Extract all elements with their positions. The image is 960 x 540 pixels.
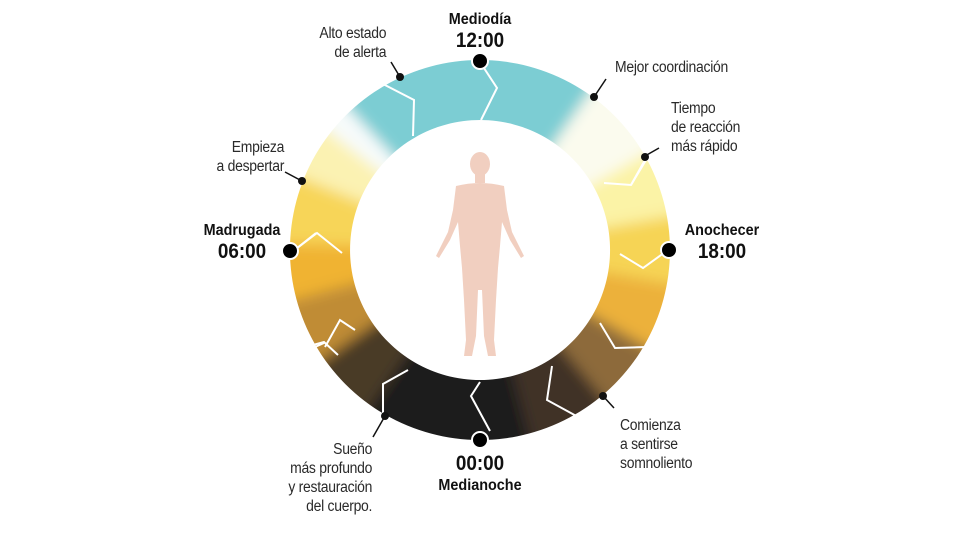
annotation-deep-sleep: Sueño más profundo y restauración del cu… (288, 441, 372, 515)
noon-marker (471, 52, 489, 70)
dawn-time: 06:00 (217, 240, 267, 263)
dusk-time: 18:00 (697, 240, 747, 263)
annotation-reaction: Tiempo de reacción más rápido (671, 100, 741, 155)
noon-name: Mediodía (448, 11, 512, 28)
dusk-name: Anochecer (684, 222, 760, 239)
noon-time: 12:00 (455, 29, 505, 52)
deep-sleep-dot (381, 412, 389, 420)
dawn-marker (281, 242, 299, 260)
midnight-label: 00:00 Medianoche (435, 452, 525, 495)
annotation-coordination: Mejor coordinación (615, 59, 729, 76)
dusk-marker (660, 241, 678, 259)
dawn-label: Madrugada 06:00 (197, 221, 287, 264)
dusk-label: Anochecer 18:00 (677, 221, 767, 264)
dawn-name: Madrugada (203, 222, 281, 239)
reaction-dot (641, 153, 649, 161)
sleepy-dot (599, 392, 607, 400)
alert-dot (396, 73, 404, 81)
midnight-name: Medianoche (438, 477, 522, 494)
annotation-sleepy: Comienza a sentirse somnoliento (620, 417, 693, 472)
annotation-alert: Alto estado de alerta (319, 25, 386, 61)
noon-label: Mediodía 12:00 (435, 10, 525, 53)
annotation-dots (298, 73, 649, 420)
human-body-silhouette-icon (436, 152, 524, 356)
waking-dot (298, 177, 306, 185)
coordination-dot (590, 93, 598, 101)
annotation-waking: Empieza a despertar (216, 139, 284, 175)
midnight-time: 00:00 (455, 452, 505, 475)
hour-markers (281, 52, 678, 449)
midnight-marker (471, 431, 489, 449)
